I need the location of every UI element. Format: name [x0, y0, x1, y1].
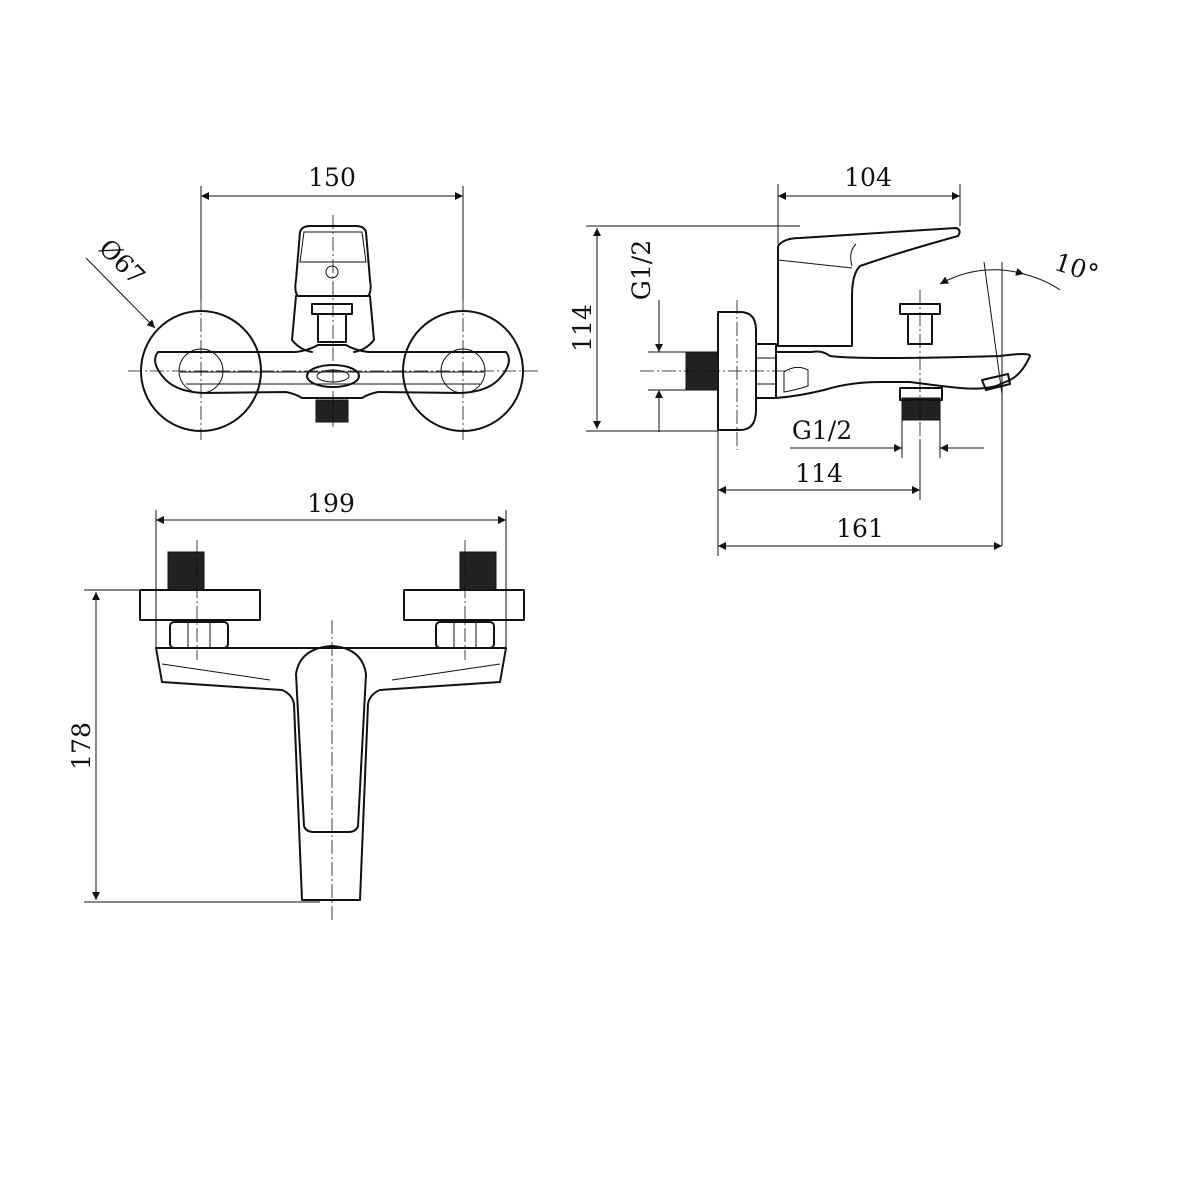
outlet-distance-114-label: 114 — [795, 459, 843, 488]
spout-body — [775, 350, 1031, 399]
front-body-bar — [155, 647, 507, 901]
height-114-label: 114 — [568, 304, 597, 352]
outlet-g12-label: G1/2 — [792, 416, 852, 445]
side-view: 10° 104 114 G1/2 G1/2 114 161 — [568, 163, 1102, 556]
front-left-flange — [139, 589, 261, 621]
outlet-thread-top — [315, 399, 349, 423]
front-view: 199 178 — [67, 489, 525, 922]
diameter-67-label: Ø67 — [93, 233, 150, 290]
front-lever — [295, 645, 367, 833]
depth-104-label: 104 — [844, 163, 892, 192]
side-handle — [777, 227, 961, 347]
total-depth-161-label: 161 — [836, 514, 884, 543]
top-view: 150 Ø67 — [85, 163, 540, 440]
front-right-thread — [459, 551, 497, 591]
body-bar — [154, 344, 510, 399]
angle-10-label: 10° — [1051, 247, 1102, 288]
width-150-label: 150 — [308, 163, 356, 192]
height-178-label: 178 — [67, 722, 96, 770]
handle-block — [294, 225, 372, 297]
side-flange — [717, 311, 757, 431]
outlet-thread-side — [901, 397, 941, 421]
inlet-g12-label: G1/2 — [627, 240, 656, 300]
front-left-thread — [167, 551, 205, 591]
width-199-label: 199 — [307, 489, 355, 518]
